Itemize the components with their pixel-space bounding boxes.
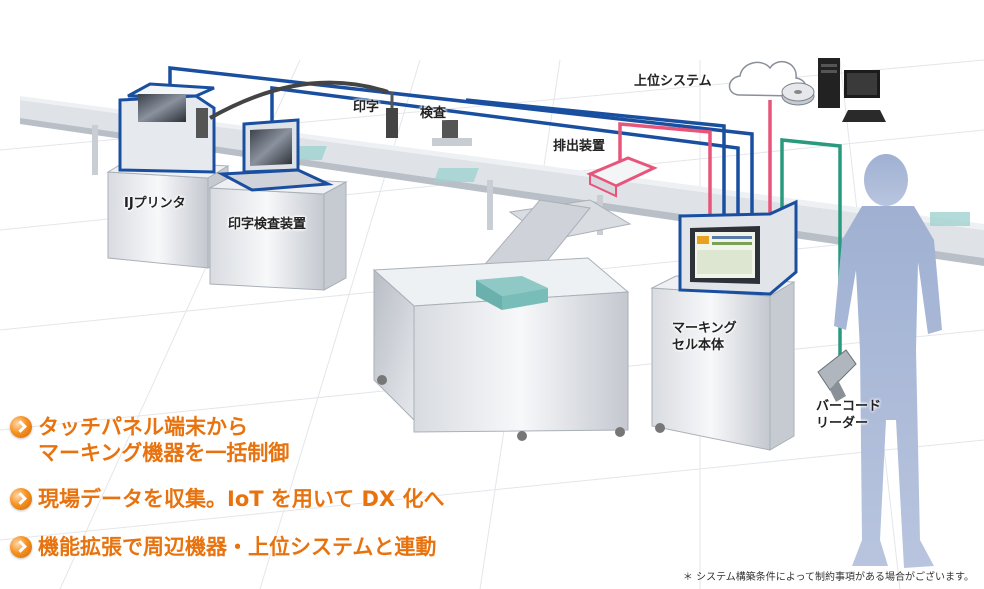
footnote: ＊ システム構築条件によって制約事項がある場合がございます。 [682, 572, 974, 583]
disc-icon [781, 82, 815, 106]
feature-text: 現場データを収集。IoT を用いて DX 化へ [38, 487, 445, 511]
label-barcode-reader: バーコード リーダー [816, 399, 882, 431]
ij-cable [209, 80, 389, 120]
monitor-icon [842, 70, 886, 122]
feature-text: タッチパネル端末から マーキング機器を一括制御 [38, 415, 290, 465]
marking-cell [650, 199, 798, 451]
label-inspection: 検査 [420, 106, 447, 121]
label-print: 印字 [353, 100, 380, 115]
feature-text: 機能拡張で周辺機器・上位システムと連動 [38, 535, 437, 559]
print-head [386, 92, 398, 138]
label-marking-cell: マーキング セル本体 [672, 321, 737, 353]
label-print-inspection-device: 印字検査装置 [228, 217, 307, 232]
label-ij-printer: IJプリンタ [124, 196, 186, 211]
feature-item-3: 機能拡張で周辺機器・上位システムと連動 [10, 534, 436, 560]
label-eject-device: 排出装置 [553, 139, 606, 154]
feature-item-2: 現場データを収集。IoT を用いて DX 化へ [10, 486, 445, 512]
reject-bin [372, 199, 632, 441]
ij-printer [106, 82, 230, 269]
pc-tower-icon [818, 58, 840, 108]
arrow-bullet-icon [10, 536, 32, 558]
eject-device [586, 156, 658, 198]
arrow-bullet-icon [10, 416, 32, 438]
barcode-scanner-icon [817, 349, 857, 402]
inspection-camera [432, 120, 472, 146]
person-silhouette [834, 154, 942, 568]
label-upper-system: 上位システム [634, 74, 712, 89]
arrow-bullet-icon [10, 488, 32, 510]
feature-item-1: タッチパネル端末から マーキング機器を一括制御 [10, 414, 289, 466]
print-inspection-device [208, 118, 348, 291]
